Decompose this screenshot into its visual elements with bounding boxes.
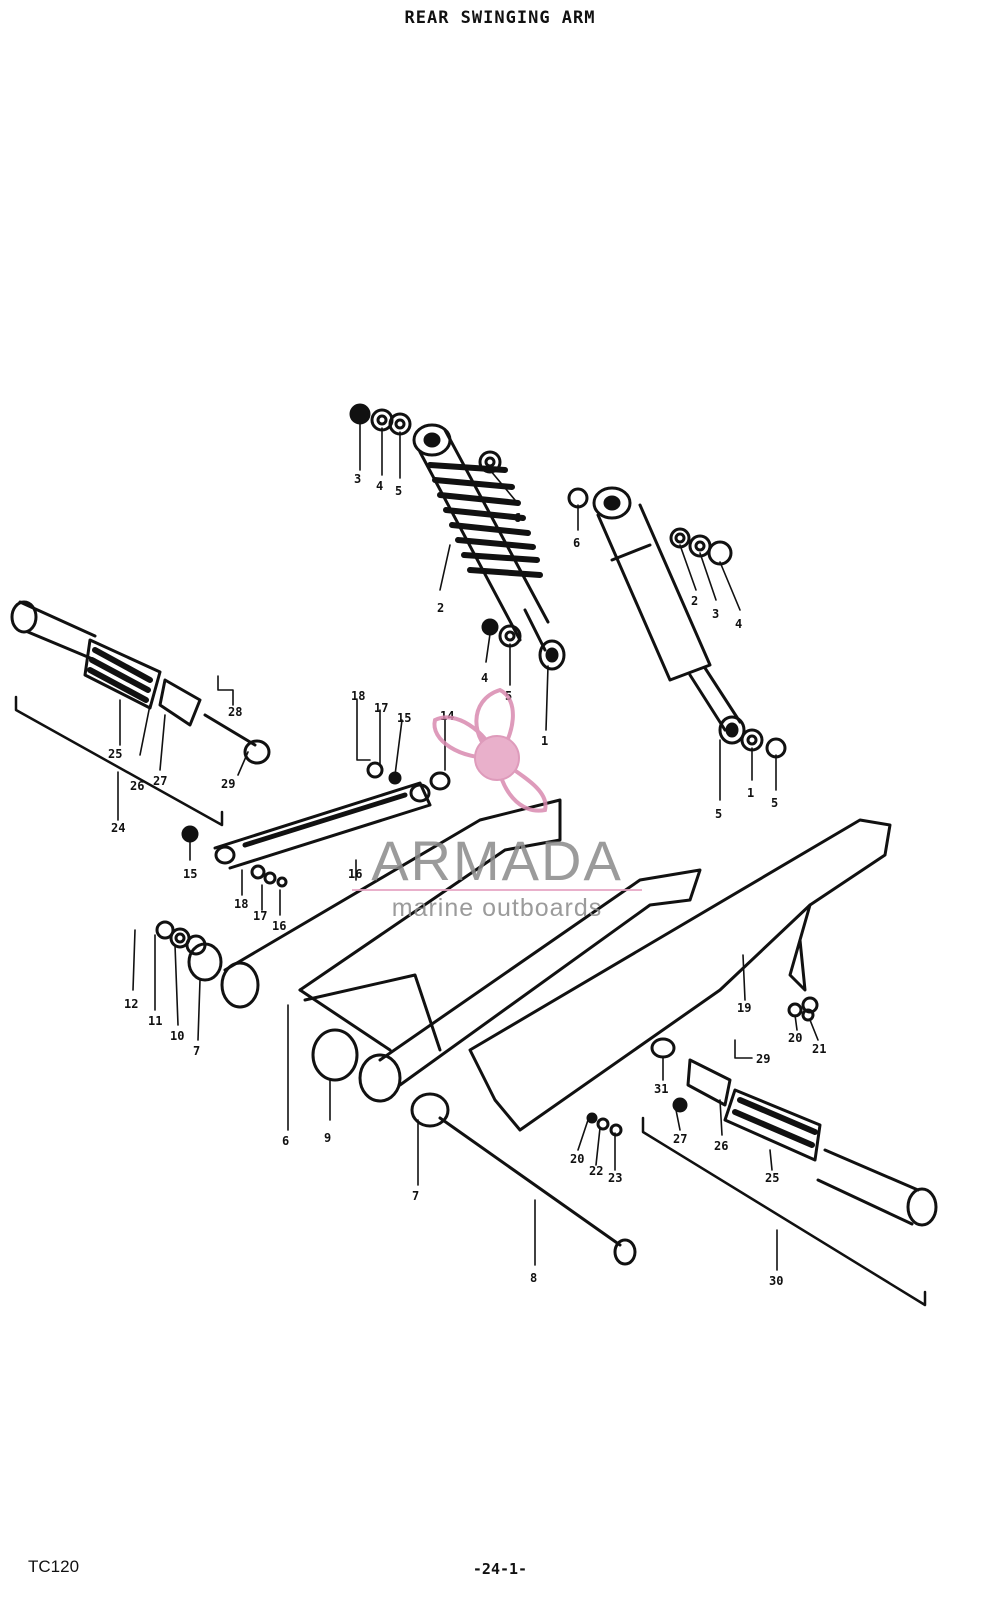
callout-label: 18 bbox=[351, 689, 365, 703]
callout-label: 28 bbox=[228, 705, 242, 719]
callout-label: 24 bbox=[111, 821, 125, 835]
callout-label: 5 bbox=[771, 796, 778, 810]
callout-label: 11 bbox=[148, 1014, 162, 1028]
torque-rod bbox=[213, 771, 451, 870]
callout-label: 30 bbox=[769, 1274, 783, 1288]
callout-label: 4 bbox=[376, 479, 383, 493]
callout-label: 29 bbox=[221, 777, 235, 791]
callout-label: 23 bbox=[608, 1171, 622, 1185]
callout-label: 4 bbox=[481, 671, 488, 685]
callout-label: 16 bbox=[348, 867, 362, 881]
swing-arm bbox=[187, 798, 702, 1266]
chain-case bbox=[468, 818, 892, 1132]
callout-label: 3 bbox=[354, 472, 361, 486]
callout-label: 16 bbox=[272, 919, 286, 933]
callout-label: 7 bbox=[193, 1044, 200, 1058]
top-hardware-rings bbox=[349, 403, 787, 759]
left-shock-absorber bbox=[412, 423, 566, 671]
callout-label: 17 bbox=[253, 909, 267, 923]
page-number: -24-1- bbox=[472, 1560, 528, 1578]
callout-label: 22 bbox=[589, 1164, 603, 1178]
callout-label: 12 bbox=[124, 997, 138, 1011]
model-code: TC120 bbox=[28, 1557, 80, 1576]
callout-label: 3 bbox=[712, 607, 719, 621]
watermark-tagline: marine outboards bbox=[392, 894, 603, 922]
callout-label: 10 bbox=[170, 1029, 184, 1043]
leader-lines bbox=[117, 421, 819, 1271]
page-title: REAR SWINGING ARM bbox=[404, 8, 596, 28]
propeller-logo-icon bbox=[432, 687, 548, 813]
callout-label: 21 bbox=[812, 1042, 826, 1056]
callout-label: 6 bbox=[514, 511, 521, 525]
watermark-brand: ARMADA bbox=[371, 829, 623, 892]
callout-label: 8 bbox=[530, 1271, 537, 1285]
left-footrest bbox=[10, 600, 271, 827]
callout-label: 9 bbox=[324, 1131, 331, 1145]
callout-label: 31 bbox=[654, 1082, 668, 1096]
callout-label: 19 bbox=[737, 1001, 751, 1015]
callout-label: 1 bbox=[747, 786, 754, 800]
callout-label: 26 bbox=[714, 1139, 728, 1153]
callout-label: 27 bbox=[153, 774, 167, 788]
callout-label: 7 bbox=[412, 1189, 419, 1203]
callout-label: 1 bbox=[541, 734, 548, 748]
callout-label: 20 bbox=[788, 1031, 802, 1045]
callout-label: 5 bbox=[715, 807, 722, 821]
callout-label: 2 bbox=[437, 601, 444, 615]
callout-label: 29 bbox=[756, 1052, 770, 1066]
callout-label: 4 bbox=[735, 617, 742, 631]
callout-label: 6 bbox=[282, 1134, 289, 1148]
callout-label: 25 bbox=[108, 747, 122, 761]
callout-label: 15 bbox=[183, 867, 197, 881]
right-footrest bbox=[641, 1037, 938, 1307]
callout-label: 5 bbox=[395, 484, 402, 498]
callout-label: 2 bbox=[691, 594, 698, 608]
callout-label: 25 bbox=[765, 1171, 779, 1185]
callout-label: 6 bbox=[573, 536, 580, 550]
callout-label: 18 bbox=[234, 897, 248, 911]
right-shock-absorber bbox=[592, 486, 746, 745]
callout-label: 15 bbox=[397, 711, 411, 725]
callout-label: 27 bbox=[673, 1132, 687, 1146]
callout-label: 17 bbox=[374, 701, 388, 715]
armada-watermark: ARMADA marine outboards bbox=[352, 687, 642, 922]
callout-label: 20 bbox=[570, 1152, 584, 1166]
callout-label: 26 bbox=[130, 779, 144, 793]
